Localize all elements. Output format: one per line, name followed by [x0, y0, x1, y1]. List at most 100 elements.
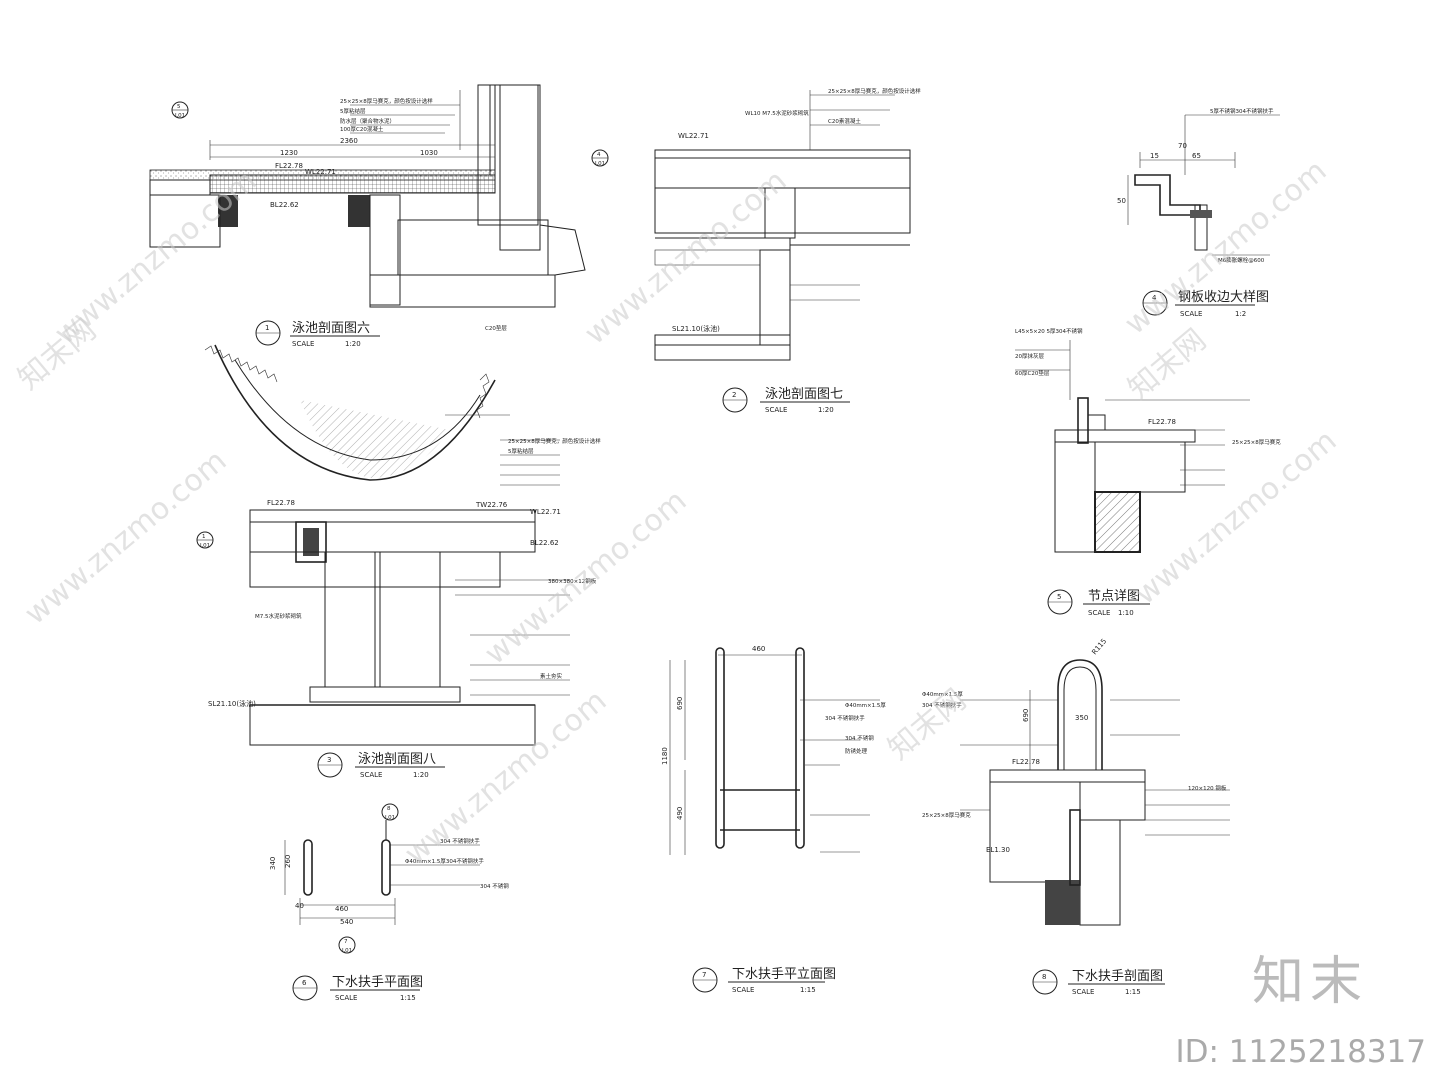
section-ref-2-num: 4	[597, 152, 601, 158]
note-1-4: 100厚C20混凝土	[340, 125, 384, 133]
section-ref-3-num: 1	[202, 534, 206, 540]
title-7-text: 下水扶手平立面图	[732, 967, 836, 982]
title-3-scale: 1:20	[413, 771, 429, 779]
note-4-1: 5厚不锈钢304不锈钢扶手	[1210, 107, 1274, 115]
dim-6d: 340	[269, 857, 277, 870]
section-ref-1-num: 5	[177, 104, 181, 110]
section-ref-1[interactable]: 5 L01	[171, 101, 189, 119]
section-ref-7[interactable]: 7 L01	[338, 936, 356, 954]
brand-logo: 知末	[1251, 952, 1368, 1012]
dim-6c: 40	[295, 902, 304, 910]
note-5-3: 60厚C20垫层	[1015, 369, 1050, 377]
title-block-4: 4 钢板收边大样图 SCALE 1:2	[1142, 290, 1269, 318]
level-fl8: FL22.78	[1012, 758, 1040, 766]
section-ref-7-num: 7	[344, 939, 348, 945]
level-tw3: TW22.76	[475, 501, 508, 509]
note-3-5: 素土夯实	[540, 672, 563, 680]
dim-8b: 350	[1075, 714, 1088, 722]
dim-4d: 50	[1117, 197, 1126, 205]
note-5-4: 25×25×8厚马赛克	[1232, 438, 1281, 446]
handrail-plan-drawing	[284, 820, 480, 925]
note-6-1: 304 不锈钢扶手	[440, 837, 480, 845]
level-fl5: FL22.78	[1148, 418, 1176, 426]
note-2-2: WL10 M7.5水泥砂浆砌筑	[745, 109, 809, 117]
title-8-scale: 1:15	[1125, 988, 1141, 996]
level-wl1: WL22.71	[305, 168, 336, 176]
title-block-2: 2 泳池剖面图七 SCALE 1:20	[722, 387, 850, 414]
image-id: ID: 1125218317	[1175, 1034, 1426, 1070]
note-4-2: M6膨胀螺栓@600	[1218, 256, 1265, 264]
title-block-3: 3 泳池剖面图八 SCALE 1:20	[317, 752, 445, 779]
section-ref-7-sheet: L01	[342, 948, 352, 954]
title-6-scale: 1:15	[400, 994, 416, 1002]
title-7-num: 7	[702, 971, 706, 979]
title-8-text: 下水扶手剖面图	[1072, 969, 1163, 984]
note-3-3: 380×380×12钢板	[548, 577, 597, 585]
dim-8c: R115	[1090, 637, 1108, 656]
title-2-scale-label: SCALE	[765, 406, 787, 414]
note-2-3: C20素混凝土	[828, 117, 861, 125]
section-8-drawing	[204, 344, 570, 746]
handrail-section-drawing	[960, 659, 1230, 926]
section-6-drawing	[149, 84, 586, 308]
note-1-5: C20垫层	[485, 324, 507, 332]
section-ref-2-sheet: L01	[595, 161, 605, 167]
dim-8a: 690	[1022, 709, 1030, 722]
section-ref-3[interactable]: 1 L01	[196, 531, 214, 549]
title-5-text: 节点详图	[1088, 589, 1140, 604]
section-ref-6[interactable]: 8 L01	[381, 803, 399, 821]
level-el8: EL1.30	[986, 846, 1010, 854]
level-wl2: WL22.71	[678, 132, 709, 140]
note-3-2: 5厚粘结层	[508, 447, 534, 455]
title-1-num: 1	[265, 324, 269, 332]
dim-6e: 260	[284, 855, 292, 868]
dim-7b: 690	[676, 697, 684, 710]
dim-6a: 460	[335, 905, 348, 913]
title-2-text: 泳池剖面图七	[765, 387, 843, 402]
note-8-1: Φ40mm×1.5厚	[922, 691, 963, 698]
title-6-text: 下水扶手平面图	[332, 975, 423, 990]
title-4-num: 4	[1152, 294, 1157, 302]
title-6-scale-label: SCALE	[335, 994, 357, 1002]
level-fl3: FL22.78	[267, 499, 295, 507]
note-2-1: 25×25×8厚马赛克，颜色按设计选样	[828, 87, 921, 95]
dim-1c: 1030	[420, 149, 438, 157]
level-fl1: FL22.78	[275, 162, 303, 170]
title-3-text: 泳池剖面图八	[358, 752, 436, 767]
note-1-2: 5厚粘结层	[340, 107, 366, 115]
steel-trim-detail-drawing	[1127, 114, 1280, 256]
section-7-drawing	[654, 90, 911, 361]
dim-4a: 70	[1178, 142, 1187, 150]
title-block-7: 7 下水扶手平立面图 SCALE 1:15	[692, 967, 836, 994]
note-5-1: L45×5×20 5厚304不锈钢	[1015, 327, 1083, 335]
note-1-1: 25×25×8厚马赛克，颜色按设计选样	[340, 97, 433, 105]
title-4-text: 钢板收边大样图	[1178, 290, 1269, 305]
title-3-scale-label: SCALE	[360, 771, 382, 779]
dim-7a: 460	[752, 645, 765, 653]
level-bl3: BL22.62	[530, 539, 559, 547]
note-8-4: 120×120 钢板	[1188, 784, 1227, 792]
title-1-text: 泳池剖面图六	[292, 321, 370, 336]
note-3-4: M7.5水泥砂浆砌筑	[255, 612, 302, 620]
dim-7d: 490	[676, 807, 684, 820]
title-block-6: 6 下水扶手平面图 SCALE 1:15	[292, 975, 423, 1002]
title-1-scale-label: SCALE	[292, 340, 314, 348]
level-sl3: SL21.10(泳池)	[208, 699, 256, 708]
dim-1b: 1230	[280, 149, 298, 157]
section-ref-2[interactable]: 4 L01	[591, 149, 609, 167]
title-1-scale: 1:20	[345, 340, 361, 348]
title-7-scale-label: SCALE	[732, 986, 754, 994]
title-6-num: 6	[302, 979, 307, 987]
title-block-8: 8 下水扶手剖面图 SCALE 1:15	[1032, 969, 1165, 996]
title-8-num: 8	[1042, 973, 1046, 981]
note-6-3: 304 不锈钢	[480, 882, 509, 890]
node-detail-drawing	[1015, 340, 1250, 553]
note-8-2: 304 不锈钢扶手	[922, 701, 962, 709]
title-8-scale-label: SCALE	[1072, 988, 1094, 996]
note-8-3: 25×25×8厚马赛克	[922, 811, 971, 819]
handrail-elevation-drawing	[669, 647, 880, 855]
level-bl1: BL22.62	[270, 201, 299, 209]
level-sl2: SL21.10(泳池)	[672, 324, 720, 333]
dim-4c: 15	[1150, 152, 1159, 160]
level-wl3: WL22.71	[530, 508, 561, 516]
